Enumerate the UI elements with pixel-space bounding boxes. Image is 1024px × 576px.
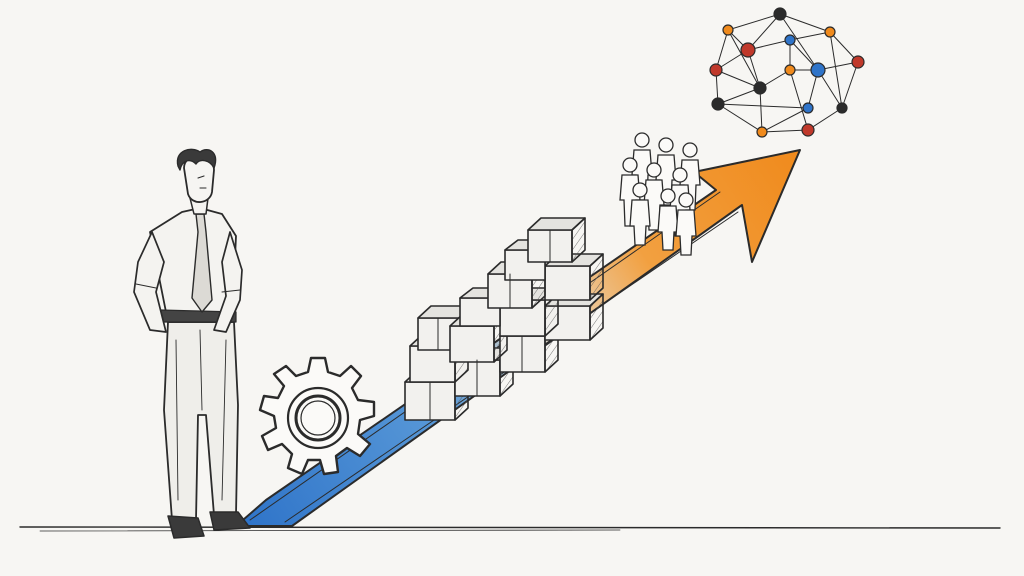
network-node <box>851 55 865 69</box>
network-node <box>824 26 836 38</box>
network-node <box>773 7 787 21</box>
network-node <box>810 62 826 78</box>
ground-line <box>19 526 1001 532</box>
network-node <box>740 42 756 58</box>
network-node <box>802 102 814 114</box>
network-node <box>709 63 723 77</box>
box-stack-icon <box>404 217 604 421</box>
network-graph-icon <box>709 7 865 138</box>
person-icon <box>675 192 697 256</box>
network-node <box>711 97 725 111</box>
network-node <box>801 123 815 137</box>
person-icon <box>629 182 651 246</box>
network-node <box>722 24 734 36</box>
network-node <box>784 34 796 46</box>
network-node <box>784 64 796 76</box>
network-node <box>756 126 768 138</box>
people-group-icon <box>619 132 701 256</box>
box <box>527 217 586 263</box>
gear-icon <box>258 356 376 476</box>
person-standing-icon <box>133 148 251 539</box>
person-icon <box>657 188 679 251</box>
network-node <box>753 81 767 95</box>
network-node <box>836 102 848 114</box>
